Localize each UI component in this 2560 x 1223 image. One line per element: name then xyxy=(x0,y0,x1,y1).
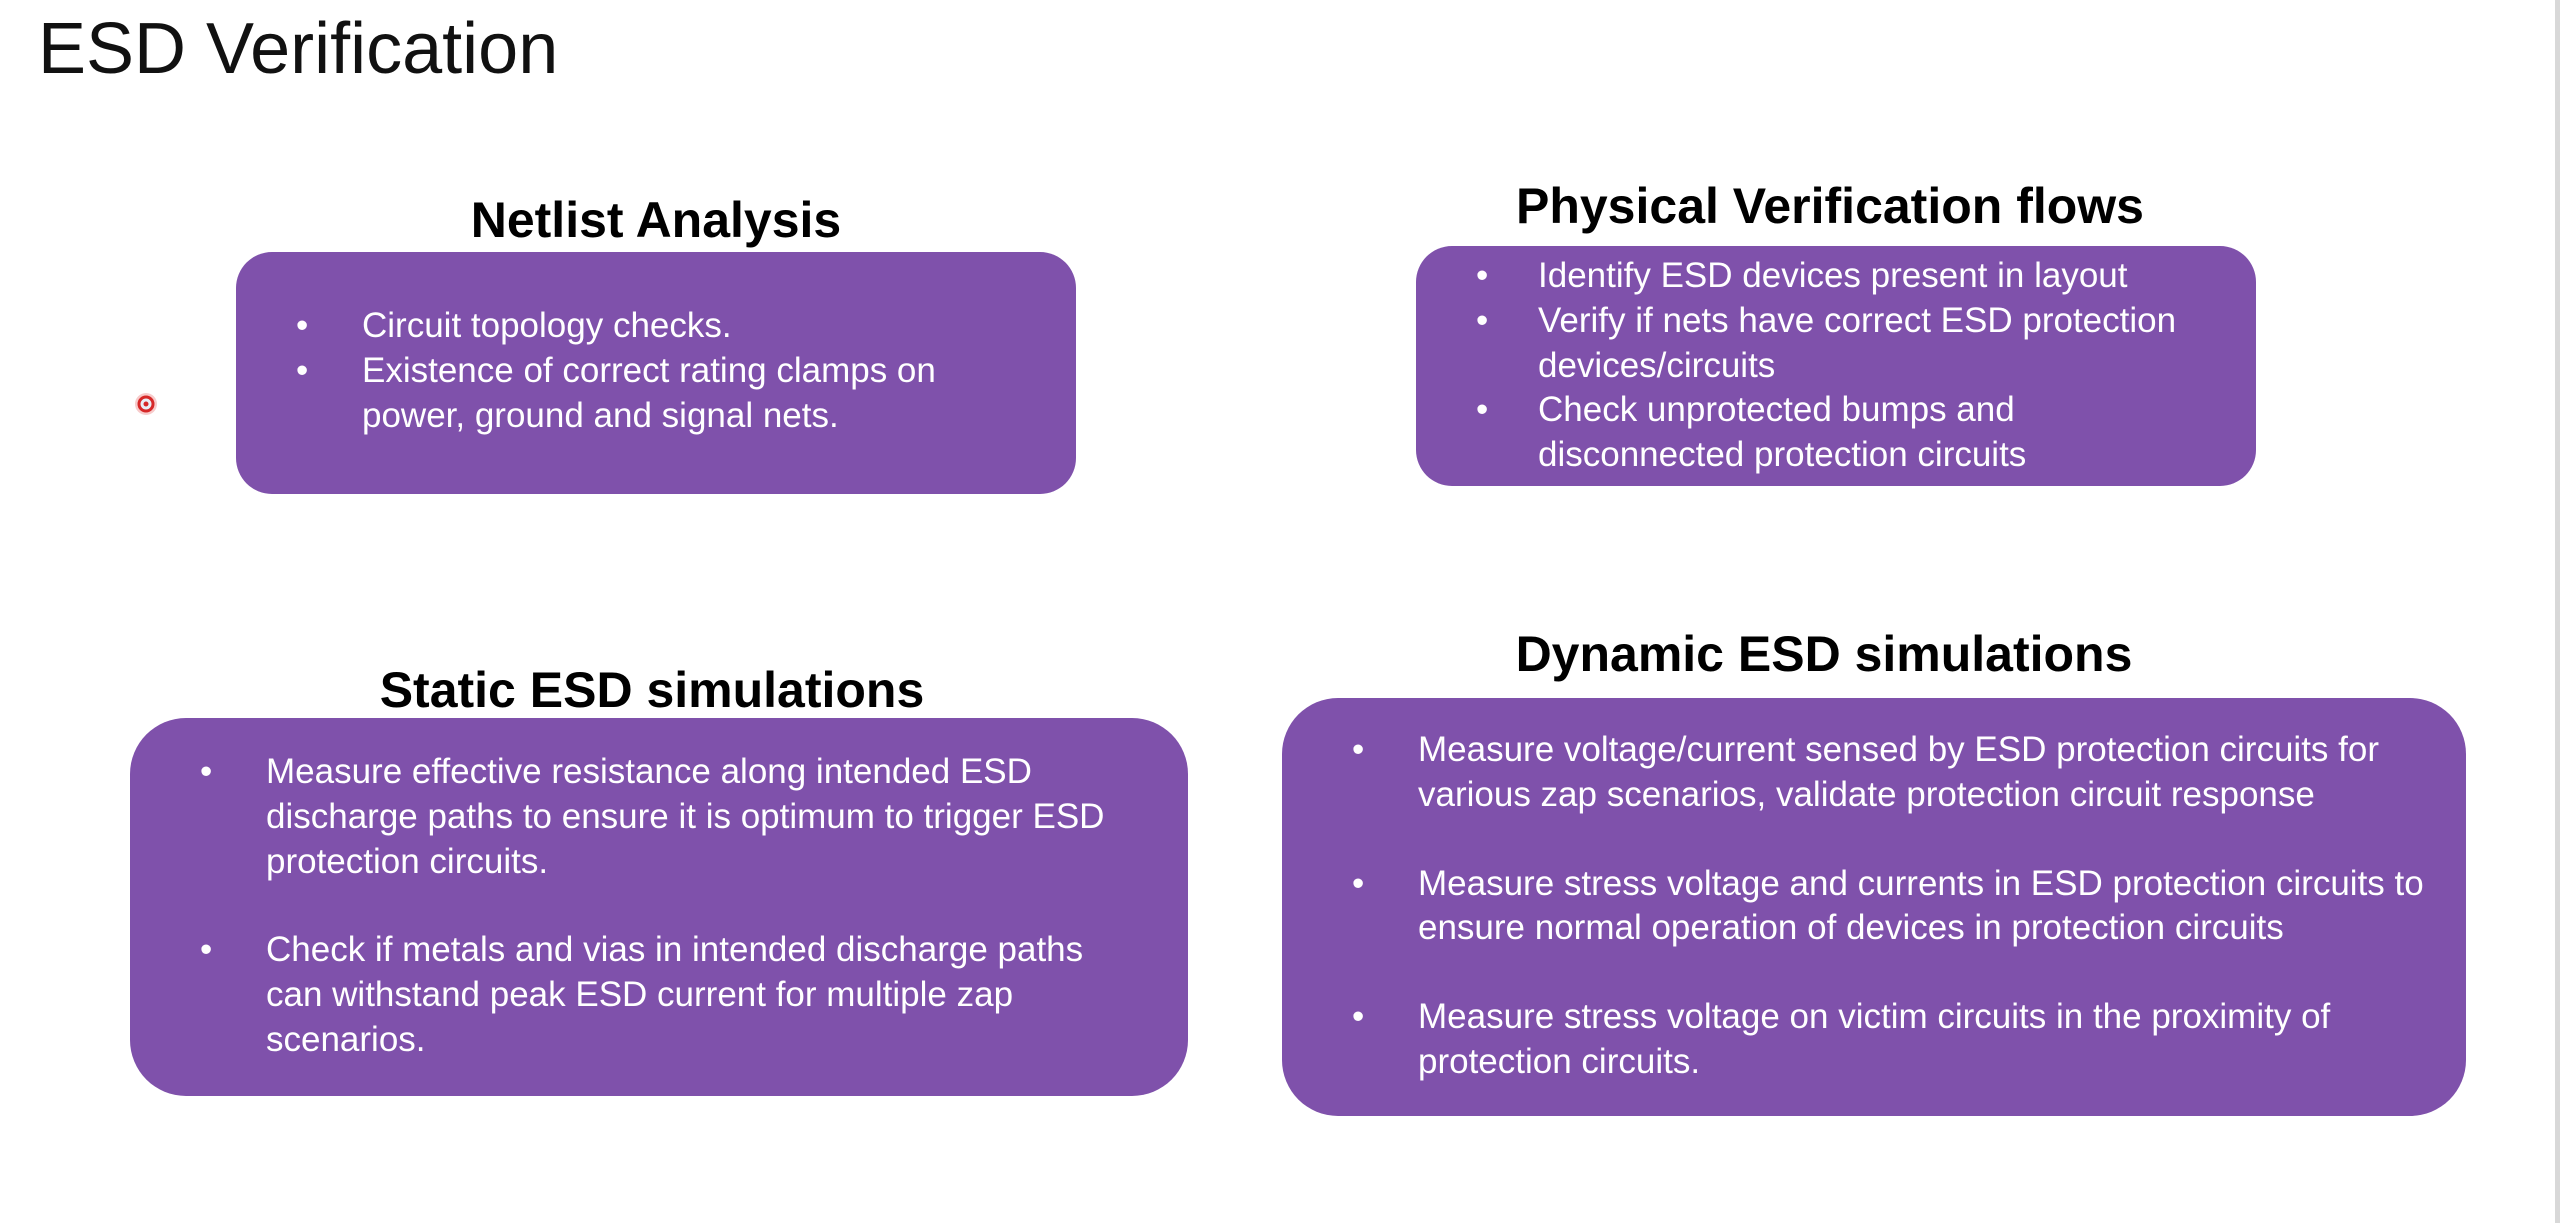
physical-box: •Identify ESD devices present in layout … xyxy=(1416,246,2256,486)
physical-bullet-list: •Identify ESD devices present in layout … xyxy=(1446,254,2216,478)
list-item: • Check unprotected bumps and disconnecte… xyxy=(1446,388,2138,478)
static-bullet-list: • Measure effective resistance along inte… xyxy=(170,750,1148,1063)
bullet-icon: • xyxy=(1476,300,1489,340)
list-item: • Verify if nets have correct ESD protect… xyxy=(1446,299,2238,389)
bullet-icon: • xyxy=(296,350,309,390)
list-item: • Existence of correct rating clamps on p… xyxy=(266,349,1002,439)
bullet-text: Verify if nets have correct ESD protecti… xyxy=(1538,300,2177,385)
bullet-text: Identify ESD devices present in layout xyxy=(1538,256,2128,295)
physical-heading: Physical Verification flows xyxy=(1515,178,2144,234)
bullet-icon: • xyxy=(200,752,213,791)
bullet-icon: • xyxy=(1352,997,1365,1037)
bullet-text: Check unprotected bumps and disconnected… xyxy=(1538,390,2027,475)
laser-pointer-icon xyxy=(135,393,157,415)
slide-edge xyxy=(2555,0,2560,1223)
bullet-text: Measure stress voltage and currents in E… xyxy=(1418,863,2424,948)
list-item: • Check if metals and vias in intended di… xyxy=(170,928,1146,1062)
bullet-icon: • xyxy=(1352,863,1365,903)
bullet-icon: • xyxy=(296,306,309,345)
bullet-icon: • xyxy=(1476,390,1489,430)
list-item: • Measure stress voltage on victim circui… xyxy=(1322,995,2418,1085)
bullet-text: Existence of correct rating clamps on po… xyxy=(362,350,936,435)
bullet-text: Check if metals and vias in intended dis… xyxy=(266,930,1084,1059)
netlist-heading: Netlist Analysis xyxy=(470,192,842,248)
list-item: • Measure effective resistance along inte… xyxy=(170,750,1166,884)
dynamic-box: • Measure voltage/current sensed by ESD p… xyxy=(1282,698,2466,1116)
bullet-text: Measure voltage/current sensed by ESD pr… xyxy=(1418,730,2379,814)
bullet-icon: • xyxy=(1476,256,1489,295)
static-heading: Static ESD simulations xyxy=(379,662,925,718)
bullet-text: Circuit topology checks. xyxy=(362,306,732,345)
list-item: • Circuit topology checks. xyxy=(266,304,1036,349)
dynamic-heading: Dynamic ESD simulations xyxy=(1515,626,2133,682)
netlist-bullet-list: • Circuit topology checks. • Existence of … xyxy=(266,304,1036,438)
list-item: • Measure voltage/current sensed by ESD p… xyxy=(1322,728,2426,818)
bullet-icon: • xyxy=(200,930,213,970)
bullet-text: Measure stress voltage on victim circuit… xyxy=(1418,997,2331,1081)
list-item: • Identify ESD devices present in layout xyxy=(1446,254,2216,299)
dynamic-bullet-list: • Measure voltage/current sensed by ESD p… xyxy=(1322,728,2426,1085)
bullet-text: Measure effective resistance along inten… xyxy=(266,752,1105,881)
bullet-icon: • xyxy=(1352,730,1365,769)
static-box: • Measure effective resistance along inte… xyxy=(130,718,1188,1096)
list-item: • Measure stress voltage and currents in … xyxy=(1322,862,2426,952)
slide-title: ESD Verification xyxy=(38,9,559,89)
netlist-box: • Circuit topology checks. • Existence of … xyxy=(236,252,1076,494)
